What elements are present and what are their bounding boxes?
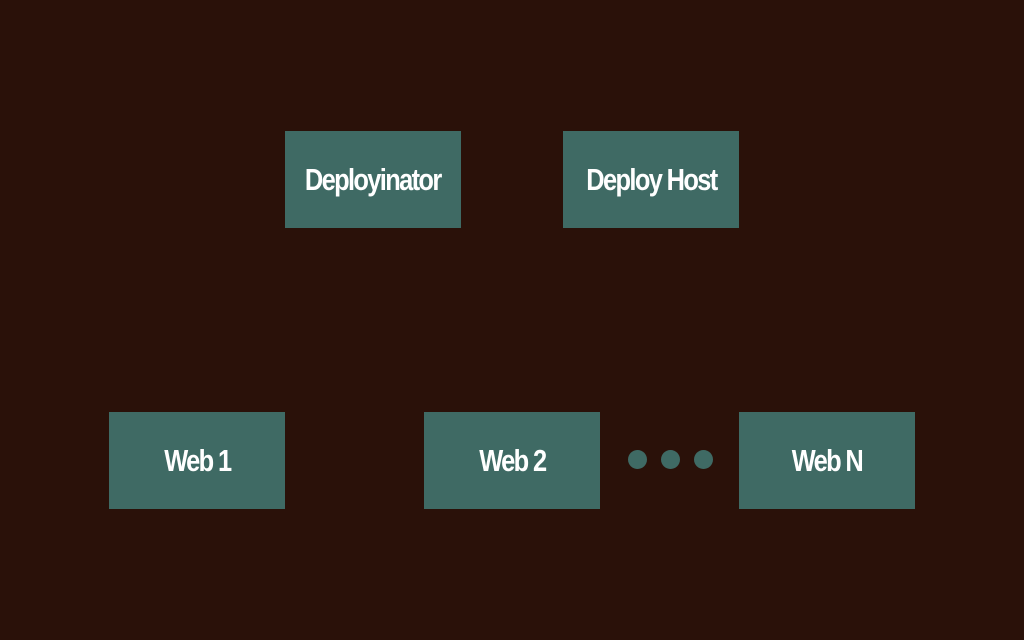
ellipsis-dot [661, 450, 680, 469]
node-web-1-label: Web 1 [163, 442, 232, 478]
node-web-1: Web 1 [109, 412, 285, 509]
node-web-2: Web 2 [424, 412, 600, 509]
node-deployinator-label: Deployinator [305, 161, 442, 197]
ellipsis-dot [628, 450, 647, 469]
node-web-2-label: Web 2 [478, 442, 547, 478]
node-deploy-host-label: Deploy Host [585, 161, 718, 197]
node-web-n: Web N [739, 412, 915, 509]
node-deploy-host: Deploy Host [563, 131, 739, 228]
node-deployinator: Deployinator [285, 131, 461, 228]
ellipsis-dots-icon [622, 450, 718, 470]
ellipsis-dot [694, 450, 713, 469]
node-web-n-label: Web N [791, 442, 864, 478]
